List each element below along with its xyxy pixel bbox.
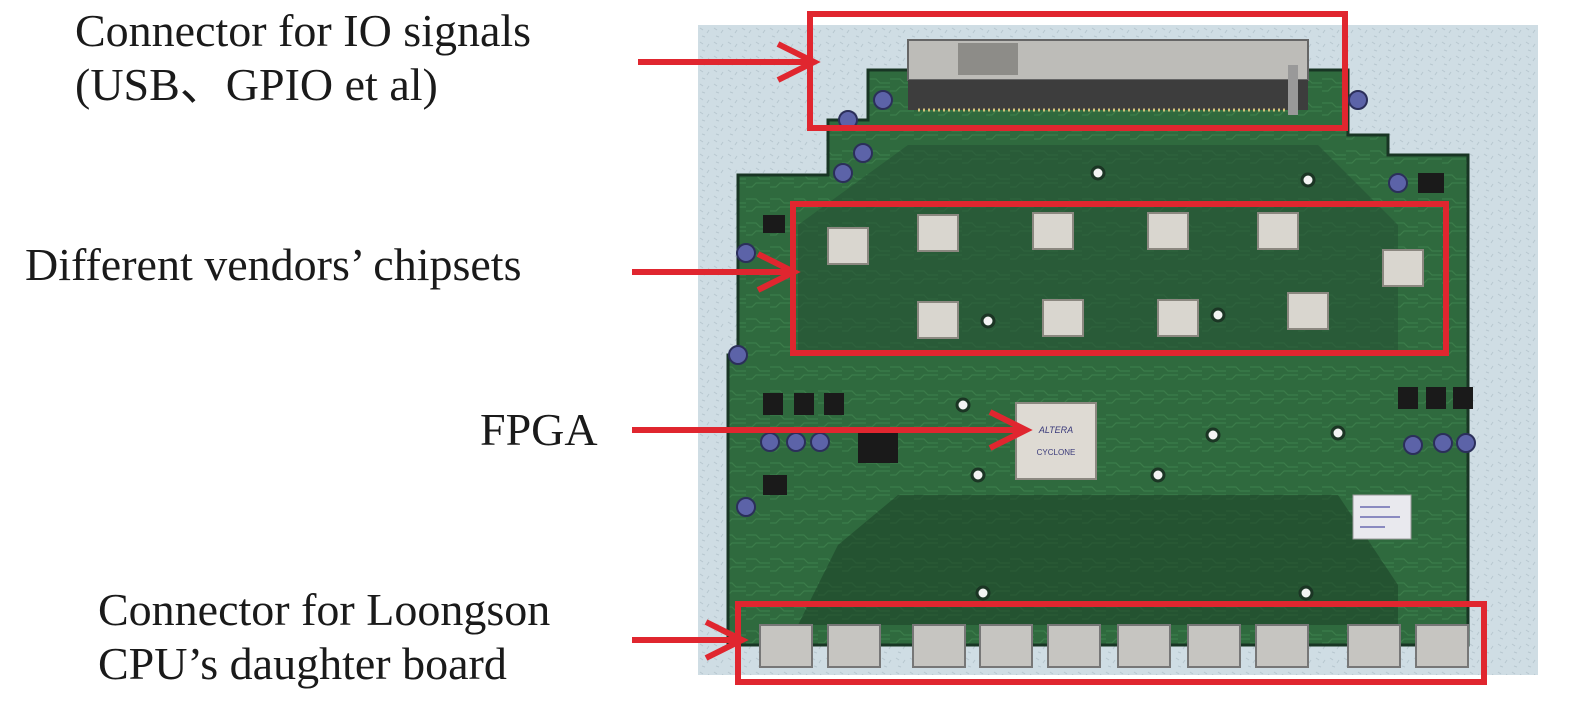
fpga-chip: ALTERA CYCLONE	[1015, 402, 1097, 480]
fpga-label-line1: FPGA	[480, 404, 598, 455]
circuit-board-photo: ALTERA CYCLONE	[698, 25, 1538, 675]
fpga-marking-line1: ALTERA	[1038, 425, 1073, 435]
io-connector-component	[907, 39, 1309, 115]
chipsets-label: Different vendors’ chipsets	[25, 238, 521, 292]
io-connector-label-line1: Connector for IO signals	[75, 5, 532, 56]
mounting-holes	[955, 165, 1346, 601]
cpu-connector-label-line2: CPU’s daughter board	[98, 638, 507, 689]
io-connector-label: Connector for IO signals (USB、GPIO et al…	[75, 4, 531, 112]
chipsets-label-line1: Different vendors’ chipsets	[25, 239, 522, 290]
fpga-label: FPGA	[480, 403, 598, 457]
io-connector-label-line2: (USB、GPIO et al)	[75, 59, 438, 110]
fpga-marking-line2: CYCLONE	[1037, 448, 1076, 457]
cpu-connector-label-line1: Connector for Loongson	[98, 584, 551, 635]
circuit-board-illustration: ALTERA CYCLONE	[698, 25, 1538, 675]
cpu-connector-label: Connector for Loongson CPU’s daughter bo…	[98, 583, 550, 691]
